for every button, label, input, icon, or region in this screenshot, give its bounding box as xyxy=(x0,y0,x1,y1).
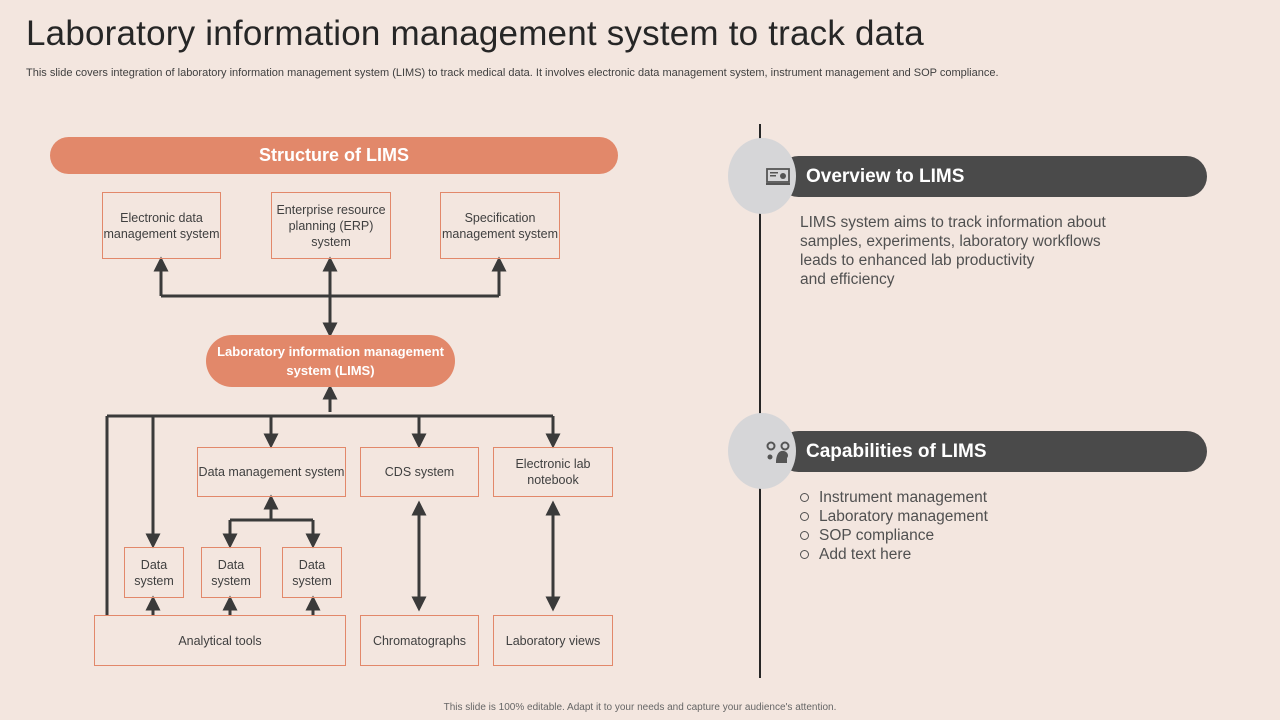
lims-center-node: Laboratory information management system… xyxy=(206,335,455,387)
box-data-management-system: Data management system xyxy=(197,447,346,497)
box-electronic-data-management: Electronic data management system xyxy=(102,192,221,259)
capability-label: Laboratory management xyxy=(819,508,988,525)
footer-note: This slide is 100% editable. Adapt it to… xyxy=(443,702,837,713)
capability-label: Instrument management xyxy=(819,489,988,506)
capability-label: Add text here xyxy=(819,546,912,563)
overview-heading: Overview to LIMS xyxy=(778,156,1207,197)
bullet-icon xyxy=(800,550,809,559)
capabilities-icon-circle xyxy=(728,413,796,489)
bullet-icon xyxy=(800,512,809,521)
capability-label: SOP compliance xyxy=(819,527,935,544)
list-item: Laboratory management xyxy=(800,507,988,526)
bullet-icon xyxy=(800,531,809,540)
list-item: Add text here xyxy=(800,545,988,564)
overview-line: and efficiency xyxy=(800,271,895,288)
box-laboratory-views: Laboratory views xyxy=(493,615,613,666)
overview-line: LIMS system aims to track information ab… xyxy=(800,214,1106,231)
box-cds-system: CDS system xyxy=(360,447,479,497)
box-data-system-3: Data system xyxy=(282,547,342,598)
box-data-system-1: Data system xyxy=(124,547,184,598)
list-item: Instrument management xyxy=(800,488,988,507)
box-chromatographs: Chromatographs xyxy=(360,615,479,666)
overview-description: LIMS system aims to track information ab… xyxy=(800,213,1180,289)
bullet-icon xyxy=(800,493,809,502)
capabilities-list: Instrument management Laboratory managem… xyxy=(800,488,988,564)
page-subtitle: This slide covers integration of laborat… xyxy=(26,67,999,79)
box-data-system-2: Data system xyxy=(201,547,261,598)
overview-line: leads to enhanced lab productivity xyxy=(800,252,1035,269)
overview-line: samples, experiments, laboratory workflo… xyxy=(800,233,1101,250)
monitor-icon xyxy=(762,161,794,193)
page-title: Laboratory information management system… xyxy=(26,14,924,53)
box-analytical-tools: Analytical tools xyxy=(94,615,346,666)
structure-header: Structure of LIMS xyxy=(50,137,618,174)
box-specification-management: Specification management system xyxy=(440,192,560,259)
capabilities-heading: Capabilities of LIMS xyxy=(778,431,1207,472)
list-item: SOP compliance xyxy=(800,526,988,545)
head-gears-icon xyxy=(762,436,794,468)
box-electronic-lab-notebook: Electronic lab notebook xyxy=(493,447,613,497)
box-erp-system: Enterprise resource planning (ERP) syste… xyxy=(271,192,391,259)
vertical-divider xyxy=(759,124,761,678)
